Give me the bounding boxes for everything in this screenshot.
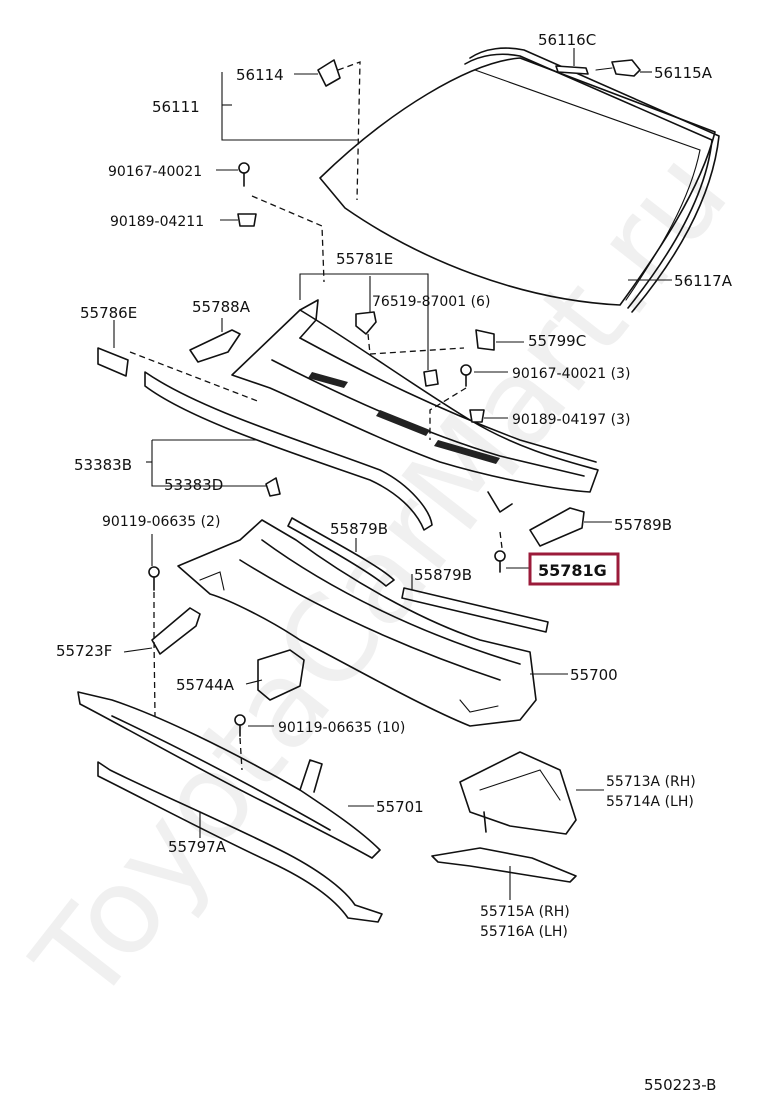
label-56117A[interactable]: 56117A: [674, 272, 733, 290]
label-53383D[interactable]: 53383D: [164, 476, 223, 494]
label-56115A[interactable]: 56115A: [654, 64, 713, 82]
clip-56114: [317, 59, 341, 87]
bracket-55744A: [257, 649, 305, 701]
label-55716A[interactable]: 55716A (LH): [480, 924, 568, 940]
label-55700[interactable]: 55700: [570, 666, 618, 684]
bracket-56115A: [595, 59, 641, 77]
bolt-90119-06635-2: [148, 566, 160, 591]
label-55781G[interactable]: 55781G: [538, 561, 607, 580]
label-90189-04197-3[interactable]: 90189-04197 (3): [512, 412, 630, 428]
lower-cowl-55701: [77, 691, 381, 859]
label-55789B[interactable]: 55789B: [614, 516, 672, 534]
label-55723F[interactable]: 55723F: [56, 642, 112, 660]
label-55701[interactable]: 55701: [376, 798, 424, 816]
seal-55879B-lower: [401, 587, 549, 633]
reinforcement-55797A: [97, 761, 383, 923]
cowl-louver-55781E: [231, 299, 599, 513]
windshield-glass: [319, 47, 720, 313]
label-55879B-upper[interactable]: 55879B: [330, 520, 388, 538]
clip-90189-04197-3: [469, 409, 485, 423]
seal-53383B: [144, 371, 433, 531]
clip-55799C: [475, 329, 495, 351]
leader-lines: [113, 48, 672, 900]
label-56111[interactable]: 56111: [152, 98, 200, 116]
part-labels: 56116C 56115A 56114 56111 90167-40021 90…: [56, 31, 733, 1094]
label-55713A[interactable]: 55713A (RH): [606, 774, 696, 790]
diagram-code: 550223-B: [644, 1076, 716, 1094]
clip-53383D: [265, 477, 281, 497]
label-55715A[interactable]: 55715A (RH): [480, 904, 570, 920]
bracket-55788A: [189, 329, 241, 363]
label-55786E[interactable]: 55786E: [80, 304, 137, 322]
label-90167-40021[interactable]: 90167-40021: [108, 164, 202, 180]
label-56116C[interactable]: 56116C: [538, 31, 596, 49]
label-56114[interactable]: 56114: [236, 66, 284, 84]
seal-55786E: [97, 347, 129, 377]
label-55797A[interactable]: 55797A: [168, 838, 227, 856]
label-53383B[interactable]: 53383B: [74, 456, 132, 474]
label-55799C[interactable]: 55799C: [528, 332, 586, 350]
label-55714A[interactable]: 55714A (LH): [606, 794, 694, 810]
clip-55781G: [494, 550, 506, 573]
clip-76519: [355, 311, 377, 335]
highlight-box-55781G: [528, 552, 620, 586]
label-90119-06635-2[interactable]: 90119-06635 (2): [102, 514, 220, 530]
bolt-90167-40021-3: [460, 364, 472, 387]
clip-90189-04211: [237, 213, 257, 227]
label-55744A[interactable]: 55744A: [176, 676, 235, 694]
label-76519-87001[interactable]: 76519-87001 (6): [372, 294, 490, 310]
bolt-90119-06635-10: [234, 714, 246, 737]
bracket-55789B: [529, 507, 585, 547]
label-55788A[interactable]: 55788A: [192, 298, 251, 316]
label-90119-06635-10[interactable]: 90119-06635 (10): [278, 720, 405, 736]
mirror-mount-56116C: [555, 65, 589, 75]
cowl-panel-55700: [177, 519, 537, 727]
seal-55879B-upper: [287, 517, 395, 587]
clip-55781E-mid: [423, 369, 439, 387]
bracket-55713A-55714A: [459, 751, 577, 835]
bracket-55715A-55716A: [431, 847, 577, 883]
label-55781E[interactable]: 55781E: [336, 250, 393, 268]
label-90167-40021-3[interactable]: 90167-40021 (3): [512, 366, 630, 382]
bracket-55723F: [151, 607, 201, 655]
bolt-90167-40021: [238, 162, 250, 187]
label-55879B-lower[interactable]: 55879B: [414, 566, 472, 584]
label-90189-04211[interactable]: 90189-04211: [110, 214, 204, 230]
